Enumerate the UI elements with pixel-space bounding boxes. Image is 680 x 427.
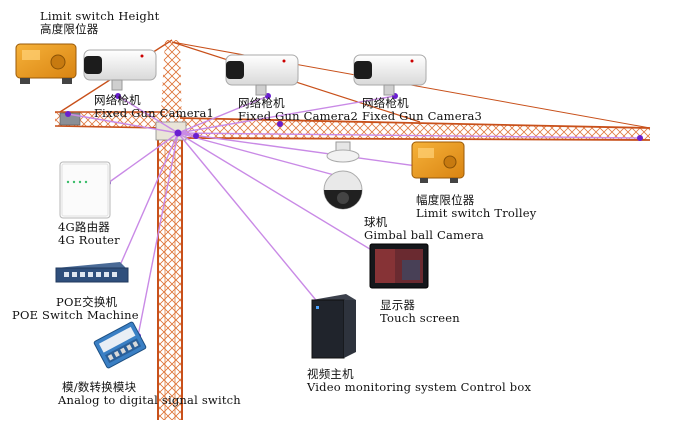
dvr-zh: 视频主机 — [307, 367, 354, 381]
camera2-zh: 网络枪机 — [238, 96, 285, 110]
link-limit-height — [67, 113, 179, 134]
gun-camera-2-device — [225, 54, 299, 96]
camera1-label: 网络枪机 Fixed Gun Camera1 — [94, 94, 214, 120]
camera1-zh: 网络枪机 — [94, 93, 141, 107]
camera1-en: Fixed Gun Camera1 — [94, 106, 215, 120]
link-router — [107, 132, 179, 184]
poe-label: POE交换机 POE Switch Machine — [12, 296, 139, 322]
dvr-label: 视频主机 Video monitoring system Control box — [307, 368, 531, 394]
ad-converter-device — [93, 321, 147, 369]
gun-camera-1-device — [83, 49, 157, 91]
camera2-en: Fixed Gun Camera2 — [238, 109, 359, 123]
video-host-device — [311, 294, 356, 359]
poe-switch-device — [55, 262, 129, 283]
link-trolley-end — [177, 132, 641, 139]
limit-switch-height-label: Limit switch Height 高度限位器 — [40, 10, 159, 36]
link-dvr — [177, 132, 321, 306]
screen-zh: 显示器 — [380, 298, 416, 312]
connection-lines — [67, 95, 641, 337]
limit-switch-height-en: Limit switch Height — [40, 9, 160, 23]
link-camera1 — [117, 95, 179, 134]
link-camera3 — [177, 95, 396, 134]
screen-label: 显示器 Touch screen — [380, 299, 460, 325]
gun-camera-3-device — [353, 54, 427, 96]
camera3-zh: 网络枪机 — [362, 96, 409, 110]
link-adc — [137, 132, 179, 337]
trolley-zh: 幅度限位器 — [416, 193, 475, 207]
router-en: 4G Router — [58, 233, 120, 247]
ptz-label: 球机 Gimbal ball Camera — [364, 216, 484, 242]
adc-label: 模/数转换模块 Analog to digital signal switch — [58, 381, 241, 407]
touch-screen-device — [369, 243, 429, 289]
limit-switch-trolley-device — [411, 141, 465, 183]
router-zh: 4G路由器 — [58, 220, 111, 234]
link-camera2 — [177, 95, 269, 134]
poe-en: POE Switch Machine — [12, 308, 139, 322]
limit-switch-height-zh: 高度限位器 — [40, 22, 99, 36]
crane-mast — [157, 140, 183, 420]
screen-en: Touch screen — [380, 311, 460, 325]
camera3-label: 网络枪机 Fixed Gun Camera3 — [362, 97, 482, 123]
link-ptz — [177, 132, 339, 177]
camera3-en: Fixed Gun Camera3 — [362, 109, 483, 123]
link-poe — [117, 132, 179, 271]
trolley-label: 幅度限位器 Limit switch Trolley — [416, 194, 536, 220]
trolley-en: Limit switch Trolley — [416, 206, 537, 220]
ptz-zh: 球机 — [364, 215, 388, 229]
ptz-en: Gimbal ball Camera — [364, 228, 484, 242]
dvr-en: Video monitoring system Control box — [307, 380, 532, 394]
poe-zh: POE交换机 — [56, 295, 118, 309]
link-screen — [177, 132, 389, 261]
4g-router-device — [59, 161, 111, 219]
adc-en: Analog to digital signal switch — [58, 393, 241, 407]
gimbal-ball-camera-device — [323, 141, 363, 210]
adc-zh: 模/数转换模块 — [62, 380, 137, 394]
router-label: 4G路由器 4G Router — [58, 221, 120, 247]
camera2-label: 网络枪机 Fixed Gun Camera2 — [238, 97, 358, 123]
limit-switch-height-device — [15, 43, 77, 84]
